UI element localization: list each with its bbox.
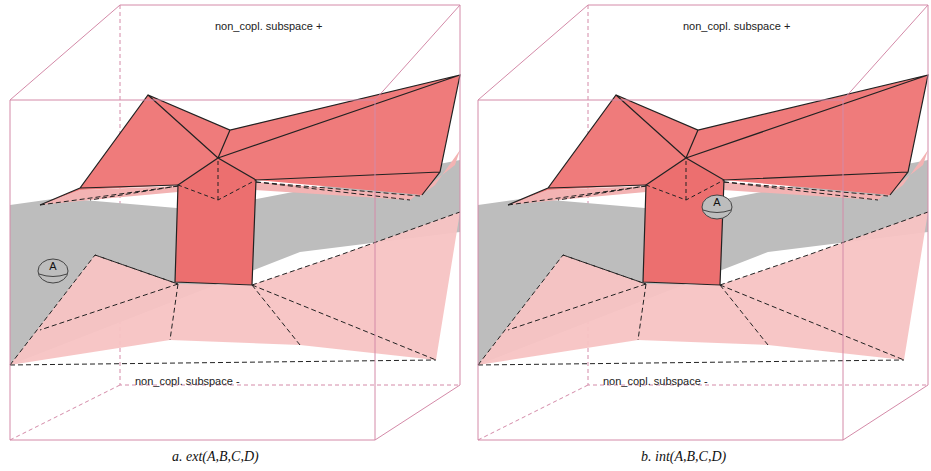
region-label: non_copl. subspace + (683, 20, 790, 32)
object-name: A (697, 194, 737, 208)
object-sphere: A (33, 258, 73, 284)
caption: a. ext(A,B,C,D) (172, 449, 259, 465)
region-label: non_copl. subspace + (215, 20, 322, 32)
region-label: non_copl. subspace - (135, 375, 240, 387)
object-sphere: A (697, 194, 737, 220)
region-label: non_copl. subspace - (603, 375, 708, 387)
object-name: A (33, 258, 73, 272)
caption: b. int(A,B,C,D) (641, 449, 726, 465)
